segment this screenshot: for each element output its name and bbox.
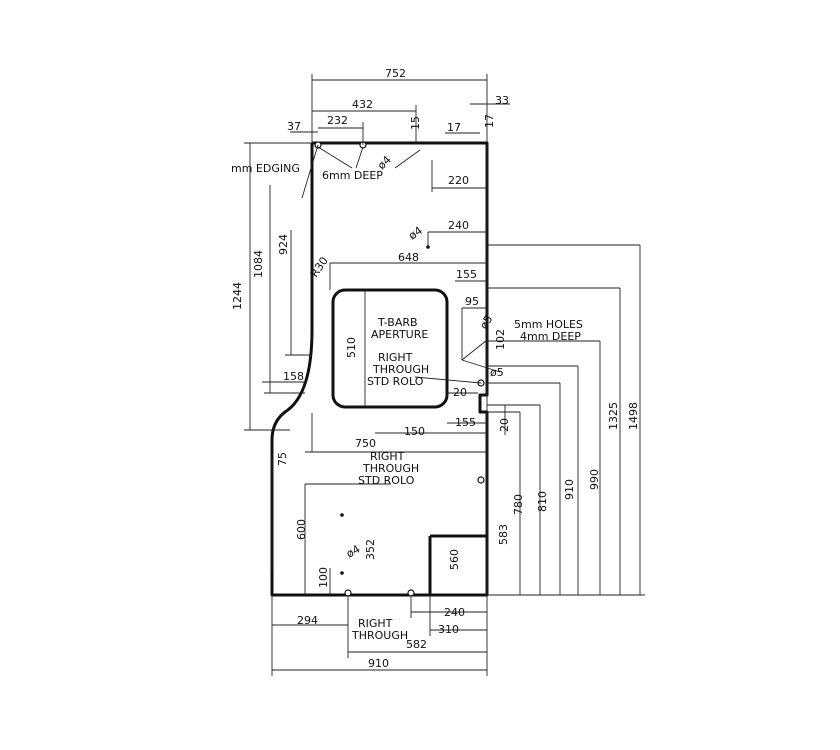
dim-432: 432 bbox=[352, 98, 373, 111]
dim-1498: 1498 bbox=[627, 402, 640, 430]
dim-155-b: 155 bbox=[455, 416, 476, 429]
label-4mm-deep: 4mm DEEP bbox=[520, 330, 581, 343]
dim-648: 648 bbox=[398, 251, 419, 264]
label-dia4-a: ø4 bbox=[406, 224, 425, 243]
dim-910-v: 910 bbox=[563, 479, 576, 500]
dim-294: 294 bbox=[297, 614, 318, 627]
top-dimension-lines bbox=[290, 74, 510, 247]
bottom-dimension-lines bbox=[271, 595, 488, 676]
label-aperture: APERTURE bbox=[371, 328, 428, 341]
label-dia5-a: ø5 bbox=[477, 313, 495, 331]
dim-20-a: 20 bbox=[453, 386, 467, 399]
dim-17b: 17 bbox=[483, 114, 496, 128]
label-right-3: RIGHT bbox=[358, 617, 393, 630]
dim-240-top: 240 bbox=[448, 219, 469, 232]
dim-583: 583 bbox=[497, 524, 510, 545]
dim-240-bot: 240 bbox=[444, 606, 465, 619]
dim-95: 95 bbox=[465, 295, 479, 308]
dim-232: 232 bbox=[327, 114, 348, 127]
dim-510: 510 bbox=[345, 337, 358, 358]
dim-17: 17 bbox=[447, 121, 461, 134]
dim-100: 100 bbox=[317, 567, 330, 588]
dim-910-h: 910 bbox=[368, 657, 389, 670]
dim-924: 924 bbox=[277, 234, 290, 255]
label-std-rolo-1: STD ROLO bbox=[367, 375, 424, 388]
dim-33: 33 bbox=[495, 94, 509, 107]
dim-310: 310 bbox=[438, 623, 459, 636]
dim-75: 75 bbox=[276, 452, 289, 466]
label-dia4-c: ø4 bbox=[344, 542, 362, 560]
label-edging: mm EDGING bbox=[231, 162, 300, 175]
hole-marker-b bbox=[340, 571, 344, 575]
label-through-2: THROUGH bbox=[362, 462, 419, 475]
dim-1325: 1325 bbox=[607, 402, 620, 430]
hole-marker-a bbox=[340, 513, 344, 517]
hole-lower-right bbox=[477, 476, 485, 484]
leader-lines bbox=[301, 144, 482, 384]
dim-150: 150 bbox=[404, 425, 425, 438]
label-t-barb: T-BARB bbox=[377, 316, 418, 329]
dim-990: 990 bbox=[588, 469, 601, 490]
label-dia5-b: ø5 bbox=[490, 366, 504, 379]
label-through-3: THROUGH bbox=[351, 629, 408, 642]
label-right-1: RIGHT bbox=[378, 351, 413, 364]
label-right-2: RIGHT bbox=[370, 450, 405, 463]
left-dimension-lines bbox=[244, 142, 390, 595]
dim-1084: 1084 bbox=[252, 250, 265, 278]
t-barb-aperture bbox=[331, 288, 449, 409]
label-6mm-deep: 6mm DEEP bbox=[322, 169, 383, 182]
dim-600: 600 bbox=[295, 519, 308, 540]
label-5mm-holes: 5mm HOLES bbox=[514, 318, 583, 331]
dim-158: 158 bbox=[283, 370, 304, 383]
right-dimension-lines bbox=[487, 244, 645, 596]
dim-752: 752 bbox=[385, 67, 406, 80]
label-std-rolo-2: STD ROLO bbox=[358, 474, 415, 487]
dim-15: 15 bbox=[409, 116, 422, 130]
label-through-1: THROUGH bbox=[372, 363, 429, 376]
dim-352: 352 bbox=[364, 539, 377, 560]
dim-220: 220 bbox=[448, 174, 469, 187]
dim-810: 810 bbox=[536, 491, 549, 512]
aperture-dimension-lines bbox=[305, 262, 501, 453]
dim-155-a: 155 bbox=[456, 268, 477, 281]
dim-102: 102 bbox=[494, 329, 507, 350]
dim-1244: 1244 bbox=[231, 282, 244, 310]
dim-560: 560 bbox=[448, 549, 461, 570]
dim-750: 750 bbox=[355, 437, 376, 450]
dim-780: 780 bbox=[512, 494, 525, 515]
dim-582: 582 bbox=[406, 638, 427, 651]
dim-37: 37 bbox=[287, 120, 301, 133]
dim-20-b: 20 bbox=[498, 418, 511, 432]
